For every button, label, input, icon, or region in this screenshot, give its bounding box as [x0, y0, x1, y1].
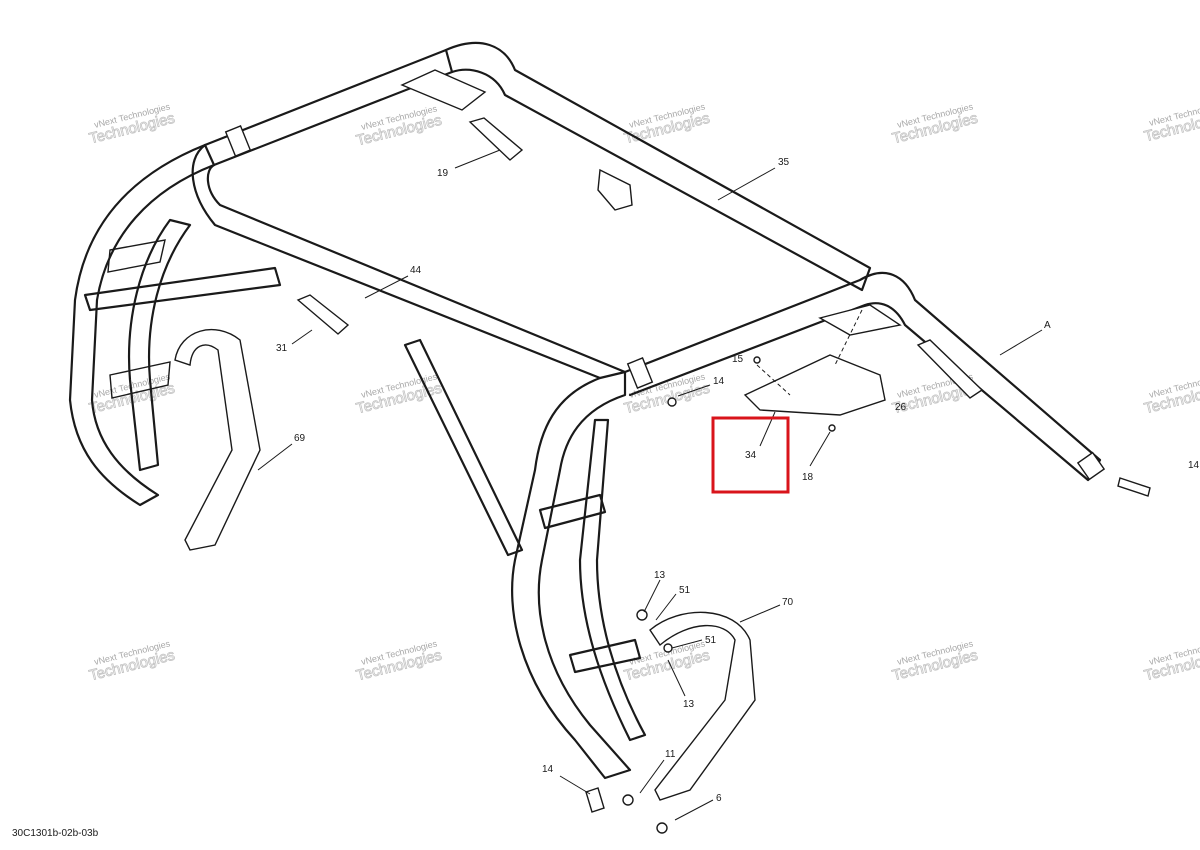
cage-frame — [68, 41, 1106, 780]
bolt — [1117, 477, 1151, 497]
callout-51a: 51 — [679, 585, 691, 596]
callout-15: 15 — [732, 354, 744, 365]
leader-69 — [257, 443, 293, 471]
callout-18: 18 — [802, 472, 814, 483]
watermark: vNext Technologies Technologies — [1142, 371, 1200, 418]
callout-44: 44 — [410, 265, 422, 276]
roof-bracket — [400, 69, 487, 111]
left-inner-hoop — [127, 218, 192, 472]
leader-35 — [717, 167, 776, 201]
left-cross-brace — [83, 266, 282, 312]
leader-13a — [643, 579, 661, 613]
part-70-grab-handle — [649, 611, 756, 801]
diagonal-support — [403, 338, 524, 557]
leader-14a — [677, 384, 711, 397]
callout-11: 11 — [665, 749, 676, 760]
callout-69: 69 — [294, 433, 306, 444]
right-front-hoop — [511, 370, 632, 780]
watermark: vNext Technologies Technologies — [87, 638, 177, 685]
assembly-line — [756, 364, 791, 396]
rear-top-tube — [444, 41, 872, 292]
rear-lower-bracket — [818, 304, 902, 336]
right-side-tube — [623, 271, 1102, 482]
callout-6: 6 — [716, 793, 722, 804]
callout-70: 70 — [782, 597, 794, 608]
callout-14b: 14 — [1188, 460, 1200, 471]
left-front-hoop — [68, 143, 216, 507]
watermarks: vNext Technologies Technologies vNext Te… — [87, 99, 1200, 685]
highlight-box-34 — [711, 416, 790, 494]
callout-34: 34 — [745, 450, 757, 461]
joint-collar — [1076, 451, 1106, 481]
callouts: 19 35 44 31 69 A 15 14 26 34 18 14 13 51… — [276, 157, 1200, 804]
fastener — [667, 397, 677, 407]
fastener — [636, 609, 648, 621]
rear-top-bracket — [597, 168, 633, 211]
leader-19 — [454, 149, 501, 169]
leader-13b — [667, 659, 686, 697]
watermark: vNext Technologies Technologies — [622, 101, 712, 148]
callout-35: 35 — [778, 157, 790, 168]
fastener — [828, 424, 836, 432]
document-code: 30C1301b-02b-03b — [12, 828, 99, 839]
watermark: vNext Technologies Technologies — [890, 638, 980, 685]
leader-lines — [257, 149, 1043, 821]
watermark: vNext Technologies Technologies — [1142, 99, 1200, 146]
fastener — [753, 356, 761, 364]
leader-51a — [655, 593, 677, 621]
part-A-bracket — [916, 339, 984, 399]
right-inner-hoop — [578, 418, 647, 742]
callout-26: 26 — [895, 402, 907, 413]
part-26-bracket — [743, 354, 886, 416]
callout-13b: 13 — [683, 699, 695, 710]
watermark: vNext Technologies Technologies — [354, 103, 444, 150]
leader-51b — [671, 639, 703, 649]
bolt — [585, 787, 605, 813]
leader-14c — [559, 775, 591, 795]
joint-collar — [626, 357, 654, 389]
callout-31: 31 — [276, 343, 288, 354]
part-19-bracket — [468, 117, 524, 161]
fastener — [663, 643, 673, 653]
callout-51b: 51 — [705, 635, 717, 646]
watermark: vNext Technologies Technologies — [1142, 638, 1200, 685]
fastener — [656, 822, 668, 834]
callout-14c: 14 — [542, 764, 554, 775]
joint-collar — [224, 125, 252, 157]
part-31-bracket — [296, 294, 350, 335]
leader-44 — [364, 275, 409, 299]
callout-19: 19 — [437, 168, 449, 179]
leader-18 — [809, 431, 831, 467]
loose-parts — [174, 117, 1151, 834]
fastener — [622, 794, 634, 806]
watermark: vNext Technologies Technologies — [87, 101, 177, 148]
left-lower-brace — [109, 361, 171, 399]
front-cross-tube — [191, 143, 627, 380]
part-69-grab-handle — [174, 329, 261, 551]
left-seat-brace — [107, 239, 166, 273]
callout-14a: 14 — [713, 376, 725, 387]
leader-11 — [639, 759, 665, 794]
leader-70 — [739, 604, 781, 623]
leader-31 — [291, 329, 313, 345]
watermark: vNext Technologies Technologies — [354, 638, 444, 685]
callout-A: A — [1044, 320, 1051, 331]
right-lower-brace — [568, 638, 642, 674]
leader-A — [999, 329, 1043, 356]
left-top-rail — [203, 48, 454, 167]
assembly-line — [834, 309, 863, 366]
callout-13a: 13 — [654, 570, 666, 581]
watermark: vNext Technologies Technologies — [890, 101, 980, 148]
right-seat-brace — [538, 493, 607, 530]
leader-6 — [674, 799, 714, 821]
